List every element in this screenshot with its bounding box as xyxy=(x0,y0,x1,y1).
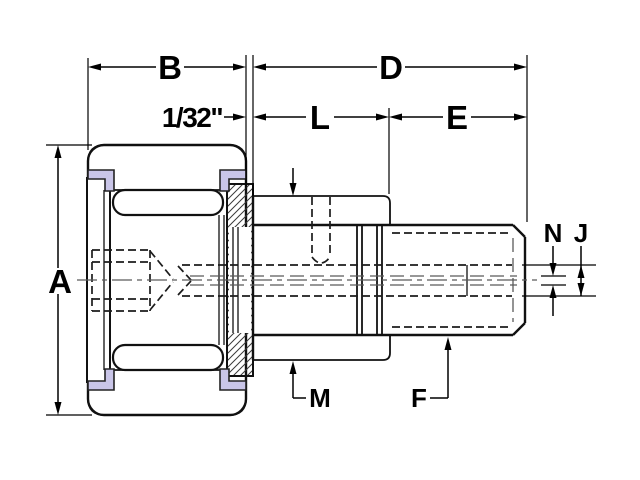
dimension-b: B xyxy=(88,49,246,86)
dim-label-gap: 1/32" xyxy=(162,102,222,133)
flange-section-top xyxy=(252,195,391,226)
thread-chamfer-bottom xyxy=(512,322,526,336)
flange-section-bottom xyxy=(252,334,391,361)
dimension-j: J xyxy=(574,218,588,296)
dim-label-a: A xyxy=(48,263,72,300)
extension-lines xyxy=(46,55,596,416)
callout-f: F xyxy=(411,337,452,413)
dim-label-l: L xyxy=(310,99,330,136)
dimension-d: D xyxy=(253,49,527,86)
dim-label-e: E xyxy=(446,99,468,136)
dimension-a: A xyxy=(48,145,72,415)
seal-bottom-right xyxy=(219,368,247,391)
dim-label-j: J xyxy=(574,218,588,248)
dimensions: B D 1/32" L E xyxy=(46,49,596,416)
dim-label-n: N xyxy=(544,218,563,248)
dim-label-m: M xyxy=(309,383,331,413)
seal-bottom-left xyxy=(87,368,115,391)
dimension-n: N xyxy=(544,218,563,316)
needle-rollers-top xyxy=(111,188,225,217)
dim-label-d: D xyxy=(379,49,403,86)
dimension-gap: 1/32" xyxy=(162,102,246,133)
dim-label-b: B xyxy=(158,49,182,86)
lube-hole-hidden xyxy=(182,197,517,297)
dim-label-f: F xyxy=(411,383,427,413)
dimension-e: E xyxy=(389,99,527,136)
needle-rollers-bottom xyxy=(111,343,225,372)
dimension-l: L xyxy=(253,99,389,136)
right-plate-bore-cover xyxy=(229,227,251,333)
seal-top-left xyxy=(87,169,115,192)
thread-chamfer-top xyxy=(512,224,526,238)
callout-m: M xyxy=(289,168,331,413)
part-geometry xyxy=(77,143,537,417)
